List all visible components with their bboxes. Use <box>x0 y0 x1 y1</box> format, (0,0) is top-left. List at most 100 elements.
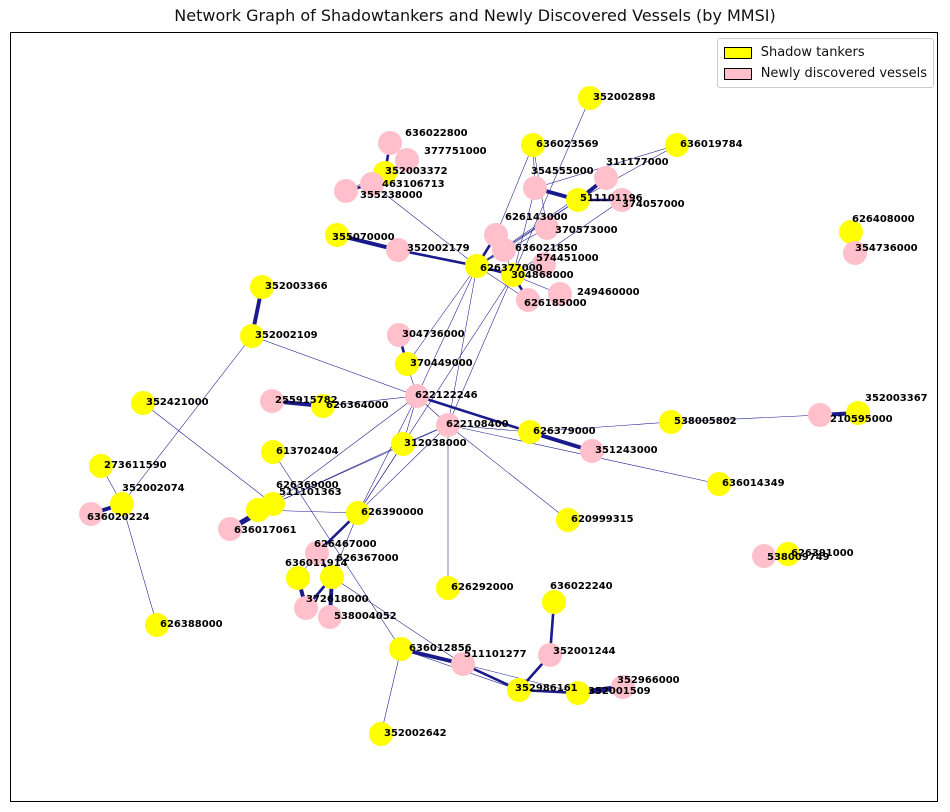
node-352986161[interactable] <box>507 678 531 702</box>
node-636014349[interactable] <box>707 472 731 496</box>
node-label-352001244: 352001244 <box>553 646 616 657</box>
edge-354555000-304868000 <box>512 187 536 276</box>
node-label-626185000: 626185000 <box>524 298 587 309</box>
edge-304868000-622108400 <box>447 274 514 426</box>
node-636012856[interactable] <box>389 637 413 661</box>
node-626367000[interactable] <box>320 565 344 589</box>
node-label-255915782: 255915782 <box>275 395 338 406</box>
node-574451000[interactable] <box>532 252 556 276</box>
node-636019784[interactable] <box>665 133 689 157</box>
node-352966000[interactable] <box>611 675 635 699</box>
node-374057000[interactable] <box>610 188 634 212</box>
node-312038000[interactable] <box>391 432 415 456</box>
node-255915782[interactable] <box>260 389 284 413</box>
node-label-613702404: 613702404 <box>276 446 339 457</box>
edge-622108400-620999315 <box>447 424 569 521</box>
node-370449000[interactable] <box>395 352 419 376</box>
node-626369000[interactable] <box>246 498 270 522</box>
node-352001244[interactable] <box>538 643 562 667</box>
node-label-626379000: 626379000 <box>533 426 596 437</box>
node-463106713[interactable] <box>360 172 384 196</box>
node-352002898[interactable] <box>578 86 602 110</box>
edge-622122246-626390000 <box>357 395 418 514</box>
edge-312038000-511101363 <box>272 443 404 505</box>
edge-622108400-626379000 <box>447 424 531 433</box>
node-636017061[interactable] <box>218 517 242 541</box>
node-626390000[interactable] <box>346 501 370 525</box>
node-352002109[interactable] <box>240 324 264 348</box>
node-label-352966000: 352966000 <box>617 675 680 686</box>
edge-626377000-622108400 <box>447 265 478 426</box>
node-273611590[interactable] <box>89 454 113 478</box>
node-label-626143000: 626143000 <box>505 212 568 223</box>
edge-626379000-538005802 <box>529 421 672 433</box>
node-355070000[interactable] <box>325 223 349 247</box>
node-352002179[interactable] <box>386 238 410 262</box>
node-249460000[interactable] <box>548 282 572 306</box>
node-626377000[interactable] <box>465 254 489 278</box>
node-626388000[interactable] <box>145 613 169 637</box>
node-538004052[interactable] <box>318 605 342 629</box>
node-636023569[interactable] <box>521 133 545 157</box>
legend-label-shadow: Shadow tankers <box>760 45 865 60</box>
node-626292000[interactable] <box>436 576 460 600</box>
node-352001509[interactable] <box>566 681 590 705</box>
node-label-636014349: 636014349 <box>722 478 785 489</box>
node-636020224[interactable] <box>79 502 103 526</box>
node-label-626391000: 626391000 <box>791 548 854 559</box>
node-label-352002898: 352002898 <box>593 92 656 103</box>
edge-636012856-352002642 <box>380 648 402 735</box>
node-label-311177000: 311177000 <box>606 157 669 168</box>
node-label-355070000: 355070000 <box>332 232 395 243</box>
node-636021850[interactable] <box>492 238 516 262</box>
node-354736000[interactable] <box>843 241 867 265</box>
node-352003366[interactable] <box>250 275 274 299</box>
node-511101196[interactable] <box>566 188 590 212</box>
node-538009749[interactable] <box>752 544 776 568</box>
node-label-626388000: 626388000 <box>160 619 223 630</box>
node-304868000[interactable] <box>501 263 525 287</box>
node-370573000[interactable] <box>535 216 559 240</box>
legend-swatch-shadow <box>723 46 752 59</box>
node-label-636023569: 636023569 <box>536 139 599 150</box>
node-636022800[interactable] <box>378 131 402 155</box>
node-620999315[interactable] <box>556 508 580 532</box>
node-210595000[interactable] <box>808 403 832 427</box>
node-636011914[interactable] <box>286 566 310 590</box>
node-label-354555000: 354555000 <box>531 166 594 177</box>
node-352421000[interactable] <box>131 391 155 415</box>
edge-374057000-304868000 <box>512 199 623 276</box>
node-626379000[interactable] <box>518 420 542 444</box>
node-626391000[interactable] <box>776 542 800 566</box>
node-352003367[interactable] <box>846 401 870 425</box>
node-label-511101363: 511101363 <box>279 487 342 498</box>
node-354555000[interactable] <box>523 176 547 200</box>
node-label-511101277: 511101277 <box>464 649 527 660</box>
node-372618000[interactable] <box>294 596 318 620</box>
node-label-636017061: 636017061 <box>234 525 297 536</box>
node-626467000[interactable] <box>305 541 329 565</box>
node-351243000[interactable] <box>580 439 604 463</box>
node-label-636021850: 636021850 <box>515 243 578 254</box>
node-626408000[interactable] <box>839 220 863 244</box>
edge-538005802-210595000 <box>670 414 821 423</box>
node-636022240[interactable] <box>542 590 566 614</box>
edge-626364000-622122246 <box>322 395 418 407</box>
node-622122246[interactable] <box>405 384 429 408</box>
legend-item-shadow-tankers: Shadow tankers <box>723 42 927 63</box>
node-538005802[interactable] <box>659 410 683 434</box>
node-label-370449000: 370449000 <box>410 358 473 369</box>
node-622108400[interactable] <box>436 413 460 437</box>
node-377751000[interactable] <box>395 148 419 172</box>
node-511101277[interactable] <box>451 652 475 676</box>
node-613702404[interactable] <box>261 440 285 464</box>
node-311177000[interactable] <box>594 166 618 190</box>
node-626364000[interactable] <box>311 394 335 418</box>
chart-title: Network Graph of Shadowtankers and Newly… <box>174 6 776 25</box>
node-304736000[interactable] <box>387 323 411 347</box>
node-355238000[interactable] <box>334 179 358 203</box>
node-626185000[interactable] <box>516 288 540 312</box>
node-352002642[interactable] <box>369 722 393 746</box>
node-352002074[interactable] <box>110 492 134 516</box>
